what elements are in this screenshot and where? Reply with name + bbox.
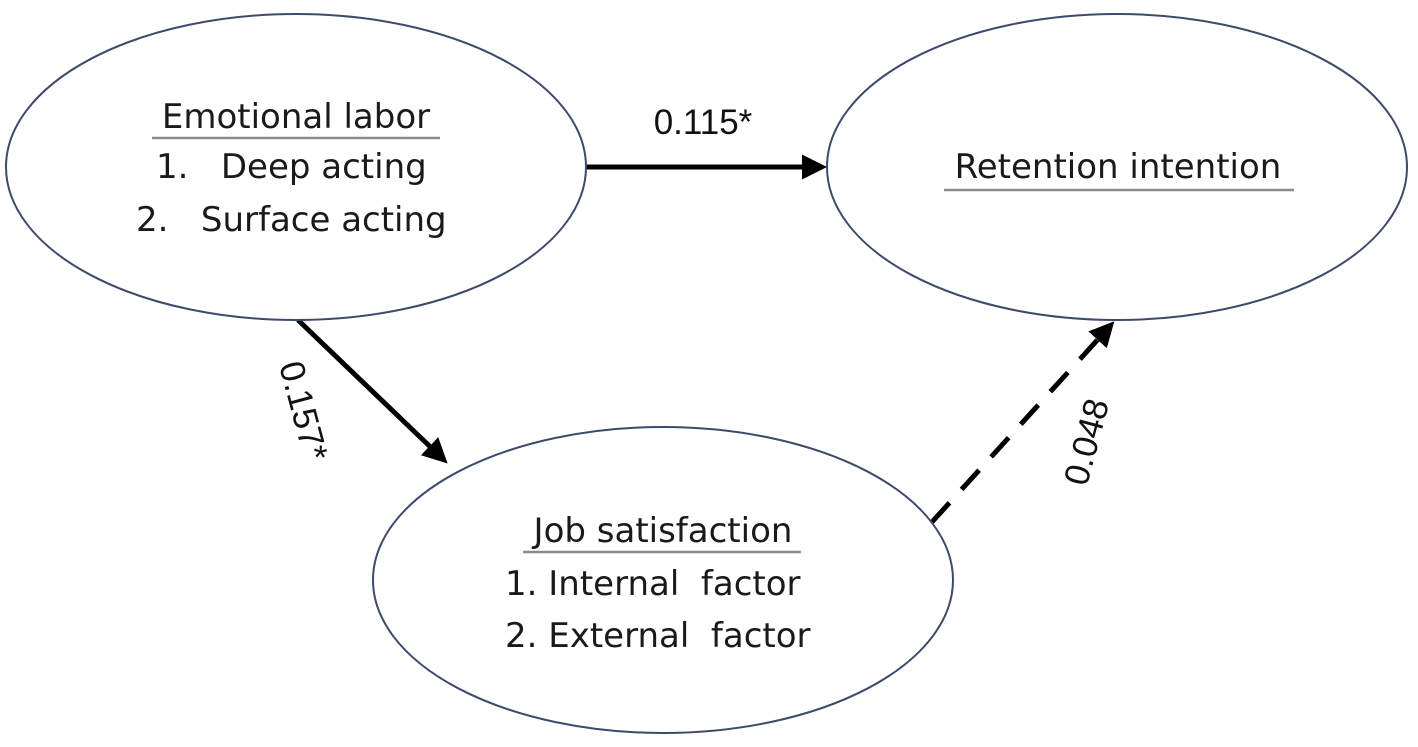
edge-emotional-to-retention: 0.115*	[585, 103, 827, 180]
node-ellipse	[5, 13, 587, 321]
edge-arrow-dashed	[930, 321, 1115, 524]
edge-label-0157: 0.157*	[271, 357, 335, 465]
node-item: 1. Deep acting	[156, 147, 427, 187]
node-item: 1. Internal factor	[505, 564, 801, 604]
node-retention-intention: Retention intention	[826, 13, 1408, 321]
node-ellipse	[372, 426, 954, 734]
node-ellipse	[826, 13, 1408, 321]
node-title: Job satisfaction	[532, 511, 793, 551]
edge-label-0048: 0.048	[1057, 395, 1117, 490]
node-emotional-labor: Emotional labor 1. Deep acting 2. Surfac…	[5, 13, 587, 321]
node-title: Retention intention	[955, 147, 1282, 187]
edge-emotional-to-job: 0.157*	[271, 318, 448, 465]
node-item: 2. External factor	[505, 616, 811, 656]
node-job-satisfaction: Job satisfaction 1. Internal factor 2. E…	[372, 426, 954, 734]
edge-label-0115: 0.115*	[654, 103, 753, 142]
edge-job-to-retention: 0.048	[930, 321, 1117, 524]
node-item: 2. Surface acting	[136, 200, 447, 240]
node-title: Emotional labor	[162, 97, 430, 137]
edge-arrow	[296, 318, 448, 464]
